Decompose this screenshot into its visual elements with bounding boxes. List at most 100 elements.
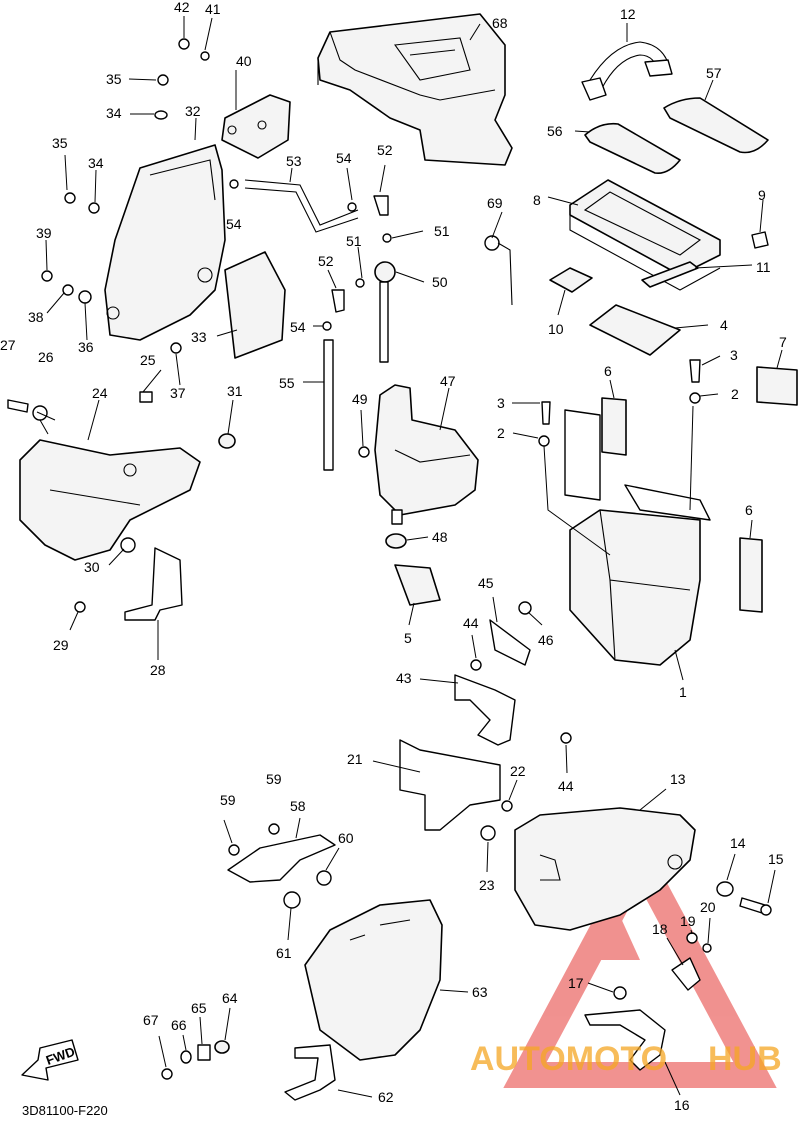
part-51-clip-b: [355, 278, 365, 288]
callout-4: 4: [720, 317, 728, 333]
part-14-washer: [716, 881, 734, 897]
part-29-bolt: [74, 601, 86, 613]
part-53-hose: [244, 179, 359, 233]
part-8-tray: [569, 179, 721, 291]
callout-62: 62: [378, 1089, 394, 1105]
callout-20: 20: [700, 899, 716, 915]
part-51-clip-a: [382, 233, 392, 243]
part-63-side-cover: [304, 899, 443, 1061]
part-4-pad: [589, 304, 681, 356]
part-54-clip-a: [229, 179, 239, 189]
callout-22: 22: [510, 763, 526, 779]
part-59-nut-a: [228, 844, 240, 856]
part-18-lock: [671, 957, 701, 991]
part-30-grommet: [120, 537, 136, 553]
part-54-clip-b: [347, 202, 357, 212]
callout-35-a: 35: [106, 71, 122, 87]
watermark-text-orange: AUTOMOTO: [470, 1040, 667, 1078]
callout-35-b: 35: [52, 135, 68, 151]
part-57-pad: [663, 97, 769, 154]
part-34-washer-a: [154, 110, 168, 120]
part-1-battery-box: [564, 409, 711, 666]
callout-40: 40: [236, 53, 252, 69]
part-69-cable: [484, 235, 513, 306]
callout-56: 56: [547, 123, 563, 139]
callout-44-b: 44: [558, 778, 574, 794]
callout-54-c: 54: [290, 319, 306, 335]
callout-19: 19: [680, 913, 696, 929]
callout-28: 28: [150, 662, 166, 678]
part-2-washer-b: [689, 392, 701, 404]
callout-59-b: 59: [220, 792, 236, 808]
part-40-cover: [221, 94, 291, 159]
callout-57: 57: [706, 65, 722, 81]
part-5-pad: [394, 564, 441, 606]
callout-53: 53: [286, 153, 302, 169]
part-62-bracket: [284, 1044, 336, 1101]
callout-9: 9: [758, 187, 766, 203]
part-54-clip-c: [322, 321, 332, 331]
callout-66: 66: [171, 1017, 187, 1033]
part-36-grommet: [78, 290, 92, 304]
part-34-washer-b: [88, 202, 100, 214]
part-3-bolt-b: [689, 359, 701, 383]
part-17-bolt: [613, 986, 627, 1000]
part-23-grommet: [480, 825, 496, 841]
callout-15: 15: [768, 851, 784, 867]
callout-36: 36: [78, 339, 94, 355]
part-66-washer: [180, 1050, 192, 1064]
part-60-grommet: [316, 870, 332, 886]
part-58-bracket: [227, 834, 336, 883]
callout-8: 8: [533, 192, 541, 208]
callout-34-b: 34: [88, 155, 104, 171]
part-55-tube: [323, 339, 334, 471]
callout-33: 33: [191, 329, 207, 345]
callout-6-a: 6: [604, 363, 612, 379]
part-65-spacer: [197, 1044, 211, 1061]
part-38-washer: [62, 284, 74, 296]
part-41-washer: [200, 51, 210, 61]
watermark-text-red: HUB: [708, 1040, 782, 1078]
callout-55: 55: [279, 375, 295, 391]
callout-12: 12: [620, 6, 636, 22]
callout-38: 38: [28, 309, 44, 325]
callout-10: 10: [548, 321, 564, 337]
part-2-washer-a: [538, 435, 550, 447]
part-15-bolt: [739, 897, 772, 916]
part-39-bolt: [41, 270, 53, 282]
part-68-cover: [317, 13, 513, 166]
diagram-code: 3D81100-F220: [22, 1103, 108, 1118]
callout-46: 46: [538, 632, 554, 648]
callout-30: 30: [84, 559, 100, 575]
callout-47: 47: [440, 373, 456, 389]
callout-39: 39: [36, 225, 52, 241]
callout-27: 27: [0, 337, 16, 353]
callout-59-a: 59: [266, 771, 282, 787]
part-61-grommet: [283, 891, 301, 909]
callout-25: 25: [140, 352, 156, 368]
part-21-bracket: [399, 739, 501, 831]
part-3-bolt-a: [541, 401, 551, 425]
callout-51-b: 51: [346, 233, 362, 249]
part-33-frame: [104, 144, 286, 359]
callout-21: 21: [347, 751, 363, 767]
callout-1: 1: [679, 684, 687, 700]
part-52-fitting-b: [331, 289, 345, 313]
part-6-pad-a: [601, 397, 627, 456]
fwd-arrow: FWD: [21, 1039, 79, 1081]
callout-51-a: 51: [434, 223, 450, 239]
watermark-logo-triangle: [503, 832, 777, 1088]
callout-50: 50: [432, 274, 448, 290]
part-35-bolt-a: [157, 74, 169, 86]
callout-52-a: 52: [377, 142, 393, 158]
callout-49: 49: [352, 391, 368, 407]
callout-37: 37: [170, 385, 186, 401]
part-7-pad: [756, 366, 798, 406]
part-6-pad-b: [739, 537, 763, 613]
part-67-bolt: [161, 1068, 173, 1080]
callout-60: 60: [338, 830, 354, 846]
callout-24: 24: [92, 385, 108, 401]
part-50-valve: [374, 261, 396, 363]
part-46-clamp: [518, 601, 532, 615]
callout-2-a: 2: [497, 425, 505, 441]
